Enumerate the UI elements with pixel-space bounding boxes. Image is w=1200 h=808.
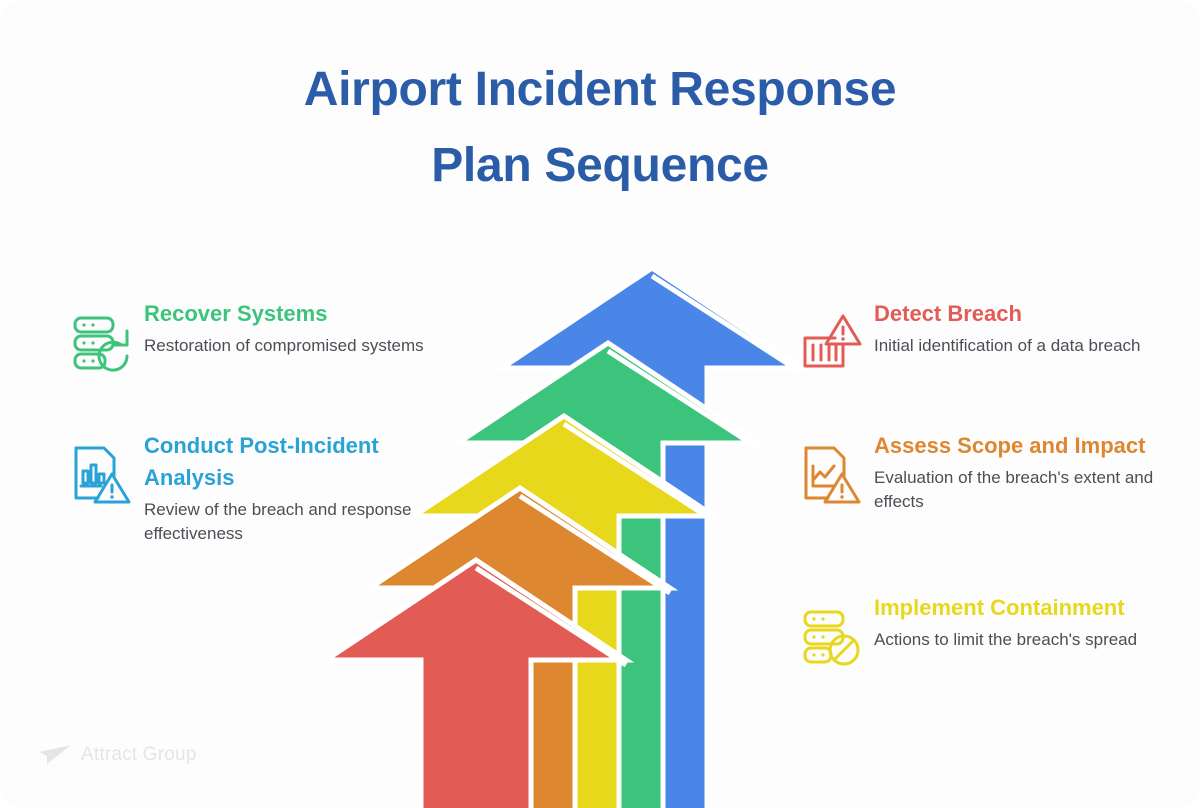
step-title-conduct-post-incident-analysis: Conduct Post-Incident Analysis xyxy=(144,433,379,490)
step-item-implement-containment[interactable]: Implement Containment Actions to limit t… xyxy=(800,590,1160,668)
footer-brand: Attract Group xyxy=(38,744,197,766)
brand-name: Attract Group xyxy=(81,744,197,765)
step-item-assess-scope-and-impact[interactable]: Assess Scope and Impact Evaluation of th… xyxy=(800,428,1160,514)
step-text-recover-systems: Recover Systems Restoration of compromis… xyxy=(144,296,430,358)
step-title-implement-containment: Implement Containment xyxy=(874,595,1125,620)
step-text-assess-scope-and-impact: Assess Scope and Impact Evaluation of th… xyxy=(874,428,1160,514)
barcode-warning-icon xyxy=(800,312,862,374)
step-desc-implement-containment: Actions to limit the breach's spread xyxy=(874,629,1138,649)
step-title-recover-systems: Recover Systems xyxy=(144,301,328,326)
step-text-implement-containment: Implement Containment Actions to limit t… xyxy=(874,590,1160,652)
step-title-detect-breach: Detect Breach xyxy=(874,301,1022,326)
arrow-segment-yellow xyxy=(414,416,714,808)
step-text-detect-breach: Detect Breach Initial identification of … xyxy=(874,296,1160,358)
ascending-arrows-diagram xyxy=(330,268,810,808)
arrow-segment-red xyxy=(330,560,626,808)
step-item-conduct-post-incident-analysis[interactable]: Conduct Post-Incident Analysis Review of… xyxy=(70,428,430,546)
page-title: Airport Incident Response Plan Sequence xyxy=(0,52,1200,204)
step-title-assess-scope-and-impact: Assess Scope and Impact xyxy=(874,433,1146,458)
page-title-line-1: Airport Incident Response xyxy=(303,63,897,116)
server-block-icon xyxy=(800,606,862,668)
arrow-segment-green xyxy=(458,343,758,808)
step-desc-assess-scope-and-impact: Evaluation of the breach's extent and ef… xyxy=(874,467,1154,512)
step-desc-detect-breach: Initial identification of a data breach xyxy=(874,335,1141,355)
document-line-chart-warning-icon xyxy=(800,444,862,506)
paper-plane-icon xyxy=(39,745,71,764)
step-desc-conduct-post-incident-analysis: Review of the breach and response effect… xyxy=(144,499,412,543)
step-desc-recover-systems: Restoration of compromised systems xyxy=(144,335,424,355)
server-refresh-icon xyxy=(70,312,132,374)
page-title-line-2: Plan Sequence xyxy=(431,138,769,192)
step-item-detect-breach[interactable]: Detect Breach Initial identification of … xyxy=(800,296,1160,374)
arrow-segment-blue xyxy=(502,268,802,808)
document-bar-chart-warning-icon xyxy=(70,444,132,506)
arrow-segment-orange xyxy=(370,488,670,808)
step-item-recover-systems[interactable]: Recover Systems Restoration of compromis… xyxy=(70,296,430,374)
step-text-conduct-post-incident-analysis: Conduct Post-Incident Analysis Review of… xyxy=(144,428,430,546)
